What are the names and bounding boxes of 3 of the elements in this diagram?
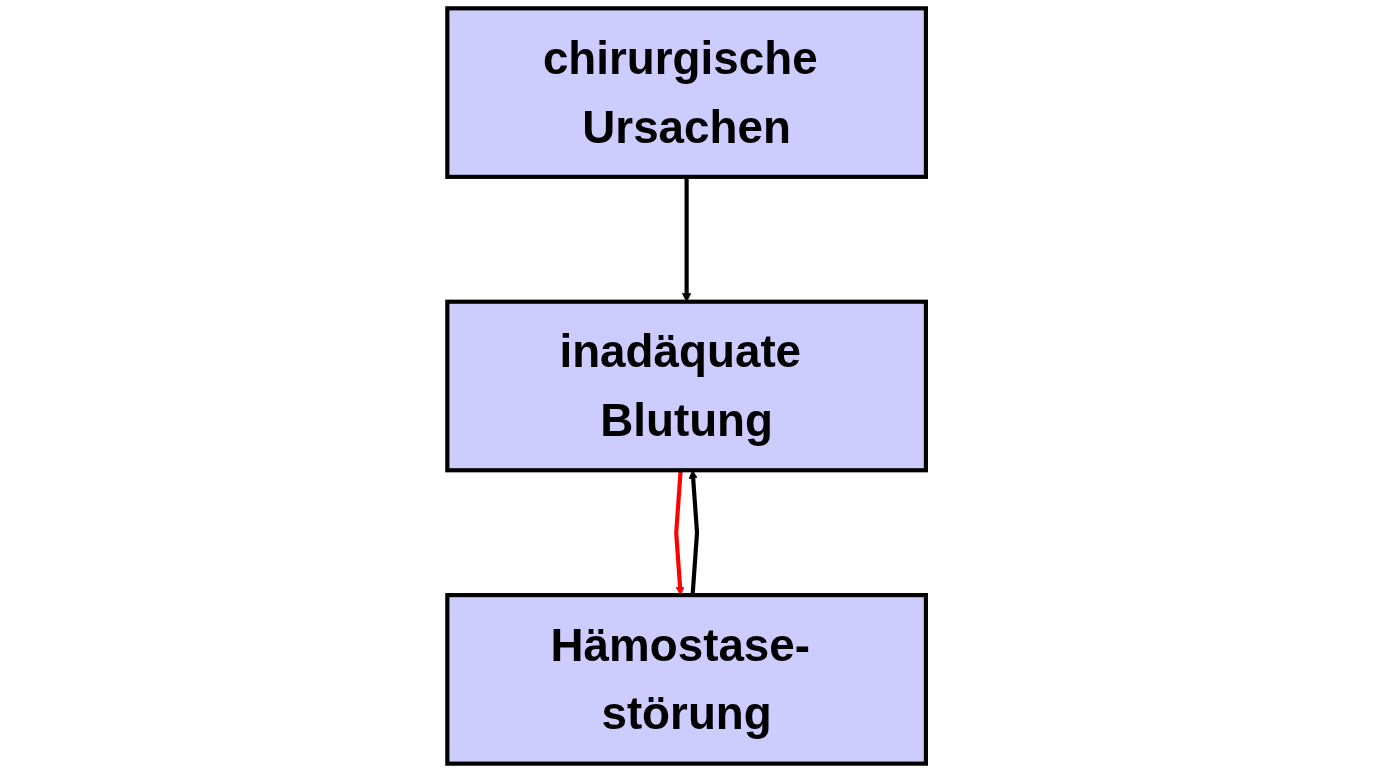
node-box: Hämostase- störung [445,593,929,766]
node-box: inadäquate Blutung [445,299,929,473]
node-box: chirurgische Ursachen [445,6,929,179]
